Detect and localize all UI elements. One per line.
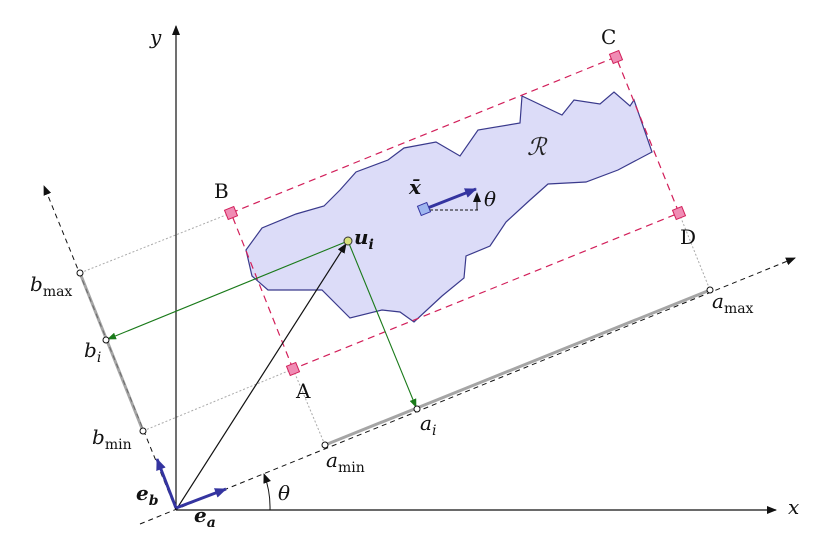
basis-vector-eb <box>155 458 178 509</box>
projection-to-b <box>107 240 349 340</box>
a-i-label: ai <box>420 411 436 439</box>
tick-a-min <box>321 441 329 449</box>
tick-b-max <box>76 269 84 277</box>
projection-to-a <box>347 240 417 408</box>
tick-a-i <box>413 405 421 413</box>
basis-vector-ea <box>175 487 227 510</box>
basis-ea-label: ea <box>194 503 216 531</box>
corner-label-b: B <box>214 179 229 203</box>
b-max-label: bmax <box>30 272 72 300</box>
corner-markers <box>223 49 687 377</box>
y-axis-label: y <box>149 25 162 49</box>
point-ui-label: ui <box>354 225 374 253</box>
bounding-rectangle <box>230 56 680 370</box>
corner-marker-b <box>223 205 239 221</box>
axis-tick-circles <box>76 269 714 449</box>
corner-label-d: D <box>680 225 696 249</box>
b-min-label: bmin <box>92 425 132 453</box>
position-vector <box>175 243 347 511</box>
angle-arc <box>263 473 271 511</box>
region-label: ℛ <box>527 133 548 161</box>
tick-a-max <box>706 286 714 294</box>
tick-b-i <box>102 336 110 344</box>
a-min-label: amin <box>326 448 365 476</box>
corner-label-c: C <box>601 25 616 49</box>
region-shape <box>245 91 653 323</box>
corner-marker-d <box>671 205 687 221</box>
centroid-label: x̄ <box>408 175 422 199</box>
b-i-label: bi <box>84 338 101 366</box>
b-range-segment <box>78 272 145 432</box>
point-ui-marker <box>343 236 353 246</box>
x-axis-label: x <box>788 495 799 519</box>
centroid-marker <box>416 201 432 217</box>
corner-label-a: A <box>295 379 311 403</box>
theta-label: θ <box>278 481 290 505</box>
guide-lines <box>79 212 711 446</box>
centroid-angle-label: θ <box>484 187 496 211</box>
corner-marker-c <box>608 49 624 65</box>
corner-marker-a <box>285 361 301 377</box>
a-max-label: amax <box>712 289 754 317</box>
a-axis <box>139 257 796 525</box>
tick-b-min <box>139 427 147 435</box>
centroid-direction-vector <box>424 187 477 211</box>
a-range-segment <box>324 288 711 447</box>
basis-eb-label: eb <box>136 481 159 509</box>
